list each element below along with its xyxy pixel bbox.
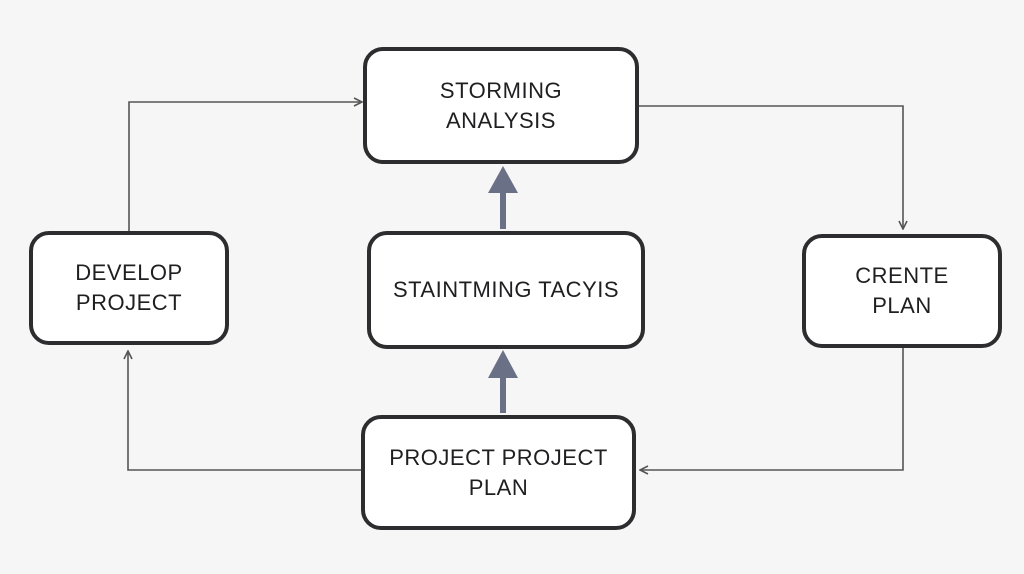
edge-storming-to-crente bbox=[639, 105, 903, 229]
node-crente-plan: CRENTE PLAN bbox=[802, 234, 1002, 348]
node-project-project-plan: PROJECT PROJECT PLAN bbox=[361, 415, 636, 530]
node-develop-project: DEVELOP PROJECT bbox=[29, 231, 229, 345]
node-project-project-plan-label: PROJECT PROJECT PLAN bbox=[389, 444, 608, 500]
edge-staintming-to-storming bbox=[488, 166, 518, 229]
node-staintming-tacyis-label: STAINTMING TACYIS bbox=[392, 277, 620, 302]
node-crente-plan-label: CRENTE PLAN bbox=[855, 263, 949, 318]
edge-project-plan-to-staintming bbox=[488, 350, 518, 413]
edge-develop-to-storming bbox=[128, 102, 362, 231]
node-storming-analysis-label: STORMING ANALYSIS bbox=[439, 77, 563, 133]
edge-project-plan-to-develop bbox=[128, 351, 361, 471]
node-staintming-tacyis: STAINTMING TACYIS bbox=[367, 231, 645, 349]
node-develop-project-label: DEVELOP PROJECT bbox=[75, 260, 183, 315]
edge-crente-to-project-plan bbox=[640, 348, 904, 470]
node-storming-analysis: STORMING ANALYSIS bbox=[363, 47, 639, 164]
